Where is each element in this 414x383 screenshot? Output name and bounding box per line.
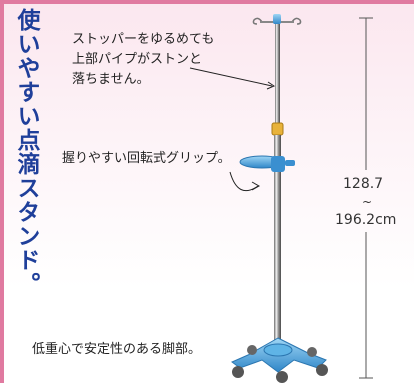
height-max-label: 196.2cm [335, 212, 397, 228]
callout-stopper: ストッパーをゆるめても 上部パイプがストンと 落ちません。 [72, 30, 214, 90]
caster-wheel [232, 366, 244, 378]
caster-wheel [307, 347, 317, 357]
height-min-label: 128.7 [343, 176, 384, 192]
callout-base: 低重心で安定性のある脚部。 [32, 342, 202, 357]
callout-stopper-line3: 落ちません。 [72, 72, 150, 87]
upper-pole [275, 24, 280, 124]
rotating-grip[interactable] [239, 155, 295, 172]
height-range-separator: ~ [362, 195, 373, 209]
caster-wheel [247, 345, 257, 355]
callout-pointers [189, 67, 276, 192]
lower-pole [274, 135, 281, 345]
callout-grip: 握りやすい回転式グリップ。 [62, 151, 231, 166]
height-dimension-line [359, 17, 373, 379]
page-title: 使いやすい点滴スタンド。 [13, 8, 39, 296]
caster-wheel [316, 364, 328, 376]
callout-stopper-line2: 上部パイプがストンと [72, 52, 203, 67]
stand-base [231, 337, 328, 383]
callout-stopper-line1: ストッパーをゆるめても [72, 32, 215, 47]
caster-wheel [276, 371, 288, 383]
top-cap [273, 14, 281, 24]
stopper[interactable] [271, 122, 284, 136]
